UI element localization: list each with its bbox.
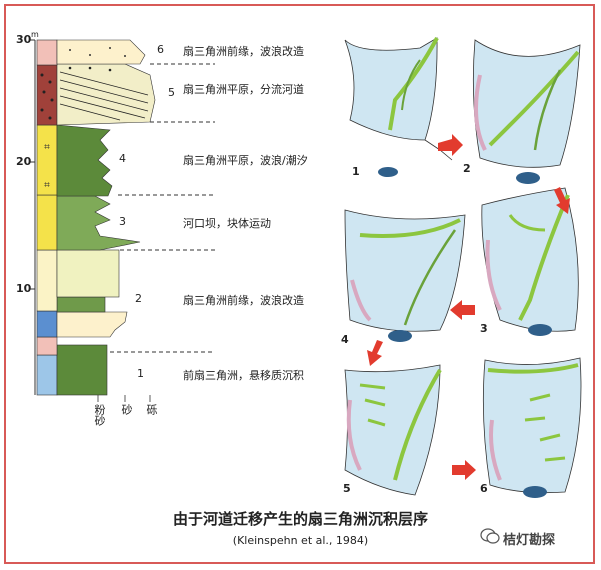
figure-caption: 由于河道迁移产生的扇三角洲沉积层序 [172, 510, 428, 528]
unit1-green-bed [56, 344, 108, 396]
unit-1-number: 1 [137, 367, 144, 380]
arrow-1-to-2 [438, 134, 463, 156]
depth-tick-20: 20 [16, 155, 32, 168]
unit5-red-bed [36, 64, 58, 126]
unit-2-number: 2 [135, 292, 142, 305]
svg-text:⌗: ⌗ [44, 180, 50, 191]
arrow-5-to-6 [452, 460, 476, 480]
stage-3-number: 3 [480, 322, 488, 335]
unit-5-number: 5 [168, 86, 175, 99]
lobe-3 [528, 324, 552, 336]
lobe-1 [378, 167, 398, 177]
unit5-gravel-bed [56, 63, 156, 126]
unit1-blue-bed [36, 354, 58, 396]
grain-silt-label: 粉砂 [93, 404, 106, 426]
unit4-green-bed [56, 124, 113, 197]
watermark-text: 桔灯勘探 [503, 533, 556, 548]
arrow-4-to-5 [367, 340, 383, 366]
depth-tick-30: 30 [16, 33, 32, 46]
unit-5-label: 扇三角洲平原，分流河道 [183, 83, 304, 96]
unit6-sand-bed [56, 39, 146, 65]
fan-stage-5 [344, 364, 442, 496]
unit-2-label: 扇三角洲前缘，波浪改造 [183, 294, 304, 307]
depth-tick-10: 10 [16, 282, 32, 295]
stage-arrows [367, 134, 570, 480]
unit-1-label: 前扇三角洲，悬移质沉积 [183, 369, 304, 382]
lobe-6 [523, 486, 547, 498]
fan-stage-6 [482, 357, 582, 498]
grain-gravel-label: 砾 [145, 404, 158, 415]
stage-4-number: 4 [341, 333, 349, 346]
unit6-pink-bed [36, 39, 58, 66]
unit-4-label: 扇三角洲平原，波浪/潮汐 [183, 154, 308, 167]
stage-1-number: 1 [352, 165, 360, 178]
svg-text:⌗: ⌗ [44, 142, 50, 153]
wechat-icon [480, 528, 500, 544]
fan-stage-4 [344, 209, 466, 342]
unit2-sand-bed [56, 249, 120, 298]
grain-sand-label: 砂 [120, 404, 133, 415]
arrow-2-to-3 [554, 187, 570, 214]
unit3-yellow-bed [36, 194, 58, 251]
arrow-3-to-4 [450, 300, 475, 320]
stage-2-number: 2 [463, 162, 471, 175]
unit-3-label: 河口坝，块体运动 [183, 217, 271, 230]
stage-6-number: 6 [480, 482, 488, 495]
depth-unit: m [31, 30, 39, 39]
figure-citation: (Kleinspehn et al., 1984) [232, 534, 369, 547]
fan-stage-1 [344, 37, 453, 177]
unit2-blue-bed [36, 310, 58, 338]
unit-4-number: 4 [119, 152, 126, 165]
unit-3-number: 3 [119, 215, 126, 228]
lobe-2 [516, 172, 540, 184]
lobe-4 [388, 330, 412, 342]
fan-stage-2 [472, 39, 581, 184]
stage-5-number: 5 [343, 482, 351, 495]
unit-6-number: 6 [157, 43, 164, 56]
unit-6-label: 扇三角洲前缘，波浪改造 [183, 45, 304, 58]
